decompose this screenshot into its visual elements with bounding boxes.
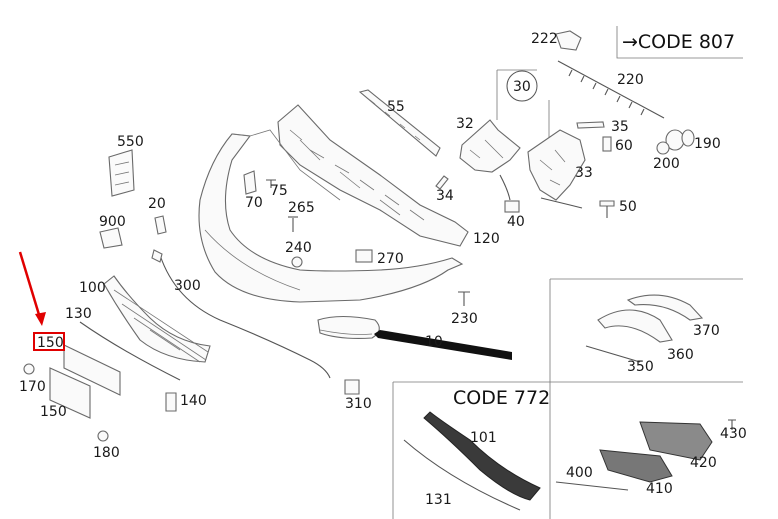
label-900: 900 xyxy=(99,214,126,230)
part-180-nut xyxy=(97,430,109,442)
part-230-screw xyxy=(458,291,470,306)
part-222-clip xyxy=(555,30,582,51)
part-60-clip xyxy=(602,136,612,152)
label-30: 30 xyxy=(513,79,531,95)
part-100-lower-grille xyxy=(103,275,211,363)
label-10: 10 xyxy=(425,334,443,350)
part-40-clip xyxy=(499,174,520,213)
label-230: 230 xyxy=(451,311,478,327)
label-150: 150 xyxy=(40,404,67,420)
label-410: 410 xyxy=(646,481,673,497)
label-50: 50 xyxy=(619,199,637,215)
part-170-screw xyxy=(23,363,35,375)
part-400-strip xyxy=(555,481,629,491)
part-33-bracket xyxy=(527,129,586,209)
part-20-clip xyxy=(154,215,167,235)
label-140: 140 xyxy=(180,393,207,409)
code-772-label: CODE 772 xyxy=(453,387,550,409)
highlight-callout xyxy=(18,251,65,351)
label-270: 270 xyxy=(377,251,404,267)
part-550-bracket xyxy=(108,149,135,197)
inset-frame-right xyxy=(549,278,743,519)
label-360: 360 xyxy=(667,347,694,363)
part-55-strip xyxy=(358,89,441,157)
label-55: 55 xyxy=(387,99,405,115)
part-265-screw xyxy=(288,216,298,232)
part-310-sensor xyxy=(344,379,360,395)
label-35: 35 xyxy=(611,119,629,135)
label-370: 370 xyxy=(693,323,720,339)
part-300-cable xyxy=(151,249,331,379)
part-240-clip xyxy=(291,256,303,268)
label-32: 32 xyxy=(456,116,474,132)
label-350: 350 xyxy=(627,359,654,375)
label-420: 420 xyxy=(690,455,717,471)
part-50-bolt xyxy=(599,200,615,218)
part-10-pointer-arrow xyxy=(374,330,512,360)
part-420-fog-grille xyxy=(639,421,713,461)
label-300: 300 xyxy=(174,278,201,294)
part-350-strip xyxy=(585,345,641,363)
label-170: 170 xyxy=(19,379,46,395)
label-150-highlighted: 150 xyxy=(37,335,64,351)
part-75-screw xyxy=(266,179,276,188)
label-100: 100 xyxy=(79,280,106,296)
highlight-box xyxy=(33,332,65,351)
part-270-pad xyxy=(355,249,373,263)
part-430-screw xyxy=(728,419,736,430)
label-400: 400 xyxy=(566,465,593,481)
label-60: 60 xyxy=(615,138,633,154)
label-222: 222 xyxy=(531,31,558,47)
label-220: 220 xyxy=(617,72,644,88)
part-35-clip xyxy=(576,121,605,129)
label-310: 310 xyxy=(345,396,372,412)
code-807-box: →CODE 807 xyxy=(616,26,743,59)
label-430: 430 xyxy=(720,426,747,442)
part-131-strip xyxy=(403,439,521,511)
part-150-plate-holder xyxy=(49,344,121,419)
part-32-bracket xyxy=(459,119,521,173)
label-240: 240 xyxy=(285,240,312,256)
label-180: 180 xyxy=(93,445,120,461)
part-410-fog-grille xyxy=(599,449,673,483)
part-370-trim xyxy=(626,294,704,321)
part-130-trim-strip xyxy=(79,321,181,381)
label-33: 33 xyxy=(575,165,593,181)
part-220-strip xyxy=(557,60,665,119)
part-number-labels: 222 220 30 55 32 35 60 190 200 33 550 75… xyxy=(19,31,747,508)
label-190: 190 xyxy=(694,136,721,152)
label-550: 550 xyxy=(117,134,144,150)
label-34: 34 xyxy=(436,188,454,204)
part-140-clip xyxy=(165,392,177,412)
label-40: 40 xyxy=(507,214,525,230)
label-120: 120 xyxy=(473,231,500,247)
part-30-callout xyxy=(496,69,550,140)
part-34-clip xyxy=(435,175,449,190)
part-200-ring xyxy=(656,141,670,155)
code-772-box: CODE 772 xyxy=(392,381,550,519)
label-20: 20 xyxy=(148,196,166,212)
code-807-label: →CODE 807 xyxy=(622,31,735,53)
label-265: 265 xyxy=(288,200,315,216)
part-10-bumper-cover xyxy=(198,129,464,339)
label-70: 70 xyxy=(245,195,263,211)
part-120-carrier xyxy=(277,104,469,247)
part-900-sensor xyxy=(99,227,123,249)
label-200: 200 xyxy=(653,156,680,172)
part-101-mesh-grille xyxy=(423,411,541,501)
part-70-clip xyxy=(243,170,257,195)
label-101: 101 xyxy=(470,430,497,446)
label-75: 75 xyxy=(270,183,288,199)
part-360-trim xyxy=(597,309,673,343)
label-130: 130 xyxy=(65,306,92,322)
part-190-sensor xyxy=(665,129,695,151)
label-131: 131 xyxy=(425,492,452,508)
